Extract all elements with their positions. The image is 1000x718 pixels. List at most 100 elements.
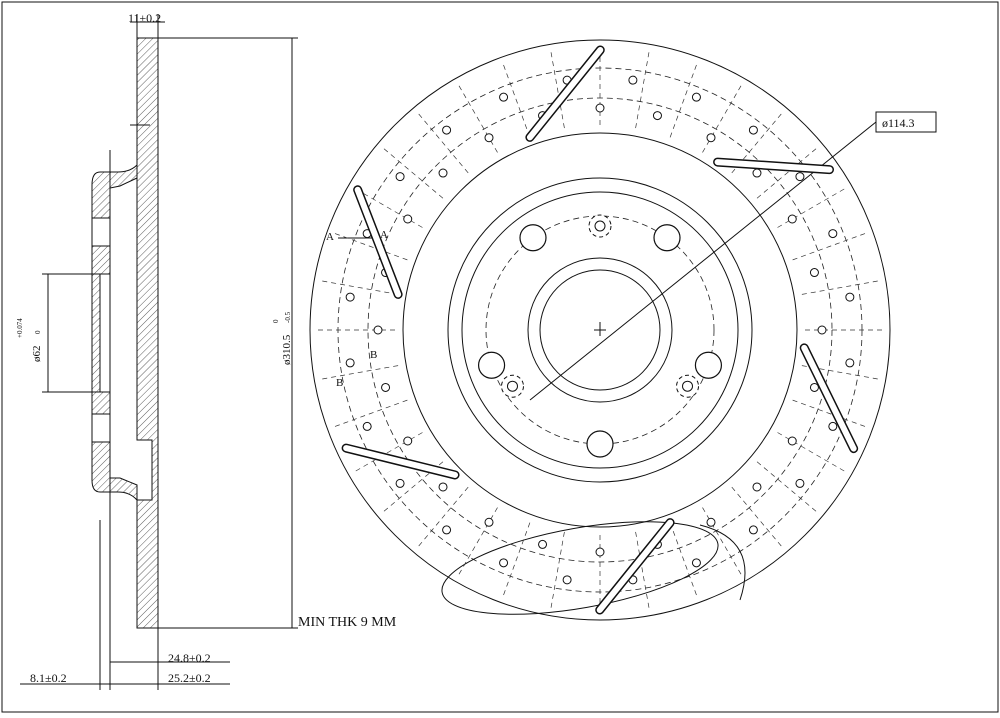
drilled-hole [595,547,605,557]
vent-rib-line [777,188,845,228]
threaded-hole-core [506,380,518,392]
vent-rib-line [503,522,531,596]
vent-rib-line [635,52,650,129]
side-section-view: 11±0.2 ø62 +0.074 0 ø310.5 0 -0.5 MIN TH… [16,11,397,690]
vent-rib-line [801,280,878,295]
rotor-slot-inner [343,445,459,478]
dim-flange-thickness: 11±0.2 [128,11,161,25]
drilled-hole [809,382,819,392]
dim-offset-outer: 25.2±0.2 [168,671,211,685]
vent-rib-line [792,399,866,427]
drilled-hole [828,229,838,239]
vent-rib-line [669,64,697,138]
vent-rib-line [731,486,782,547]
vent-rib-line [792,233,866,261]
vent-rib-line [756,461,817,512]
drilled-hole [562,575,572,585]
hub-bore-outline [99,273,111,393]
drilled-hole [752,168,762,178]
lug-hole [653,224,681,252]
hat-inner-edge [461,191,739,469]
drilled-hole [752,482,762,492]
section-b-marker: B [336,377,343,389]
drilled-hole [706,133,716,143]
drilled-hole [706,517,716,527]
drilled-hole [403,436,413,446]
drilled-hole [795,172,805,182]
vent-rib-line [334,233,408,261]
drilled-hole [484,133,494,143]
drilled-hole [362,421,372,431]
vent-rib-line [418,486,469,547]
drilled-hole [691,92,701,102]
drilled-hole [442,525,452,535]
front-view: ø114.3 A A B B [309,39,937,621]
rotor-features [318,45,882,615]
vent-rib-line [702,85,742,153]
lug-hole [477,351,506,379]
rotor-flange-section [136,37,159,629]
dim-outer-dia-tol-lower: -0.5 [284,311,292,323]
vent-rib-line [503,64,531,138]
drilled-hole [628,75,638,85]
lug-hole [519,224,547,252]
lug-hole [694,351,723,379]
drilled-hole [345,358,355,368]
rotor-outer-edge [309,39,891,621]
center-bore-outer [527,257,673,403]
vent-rib-line [702,507,742,575]
rotor-hat-section [91,150,138,502]
vent-rib-line [635,531,650,608]
vent-rib-line [550,531,565,608]
drilled-hole [538,539,548,549]
rotor-slot-inner [354,186,402,298]
drilled-hole [373,325,383,335]
rotor-inner-edge [402,132,798,528]
vent-rib-line [458,507,498,575]
rotor-slot-inner [714,159,833,173]
hat-window [91,413,111,443]
dim-hub-bore: ø62 [31,346,43,363]
drilled-hole [787,214,797,224]
drilled-hole [395,172,405,182]
vent-rib-line [383,148,444,199]
drilled-hole [691,558,701,568]
section-b-marker: B [370,349,377,361]
vent-rib-line [418,113,469,174]
rotor-slot-inner [596,519,674,613]
vent-rib-line [322,280,399,295]
vent-rib-line [550,52,565,129]
dim-outer-diameter: ø310.5 [281,334,293,365]
detail-outline [441,521,719,615]
dim-offset-inner: 24.8±0.2 [168,651,211,665]
drilled-hole [795,478,805,488]
min-thickness-note: MIN THK 9 MM [298,615,397,630]
drilled-hole [828,421,838,431]
drilled-hole [395,478,405,488]
bolt-circle [485,215,715,445]
dim-hat-thickness: 8.1±0.2 [30,671,67,685]
hat-window [91,217,111,247]
drilled-hole [652,111,662,121]
vent-rib-line [777,432,845,472]
drilled-hole [748,125,758,135]
drilled-hole [403,214,413,224]
drilled-hole [438,168,448,178]
dim-bolt-circle: ø114.3 [882,116,915,130]
vent-rib-line [669,522,697,596]
drilled-hole [442,125,452,135]
rotor-slot-inner [526,47,604,141]
dim-hub-bore-tol-upper: +0.074 [16,318,24,338]
drilled-hole [484,517,494,527]
drilled-hole [748,525,758,535]
threaded-hole-core [594,220,606,232]
lug-hole [586,430,614,458]
vent-rib-line [334,399,408,427]
vent-rib-line [458,85,498,153]
vent-rib-line [322,365,399,380]
drilled-hole [438,482,448,492]
drilled-hole [381,382,391,392]
